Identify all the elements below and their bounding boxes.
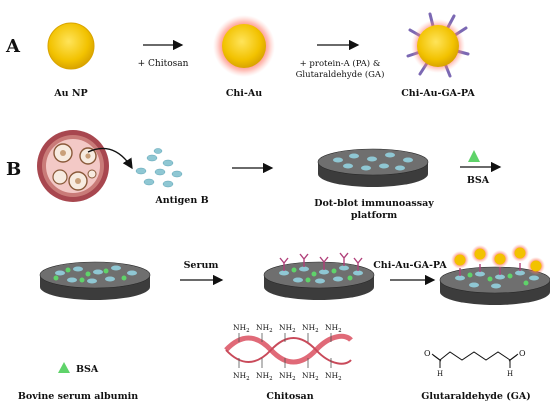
platform-label-line1: Dot-blot immunoassay [314, 198, 434, 209]
platform-label-line2: platform [351, 210, 397, 221]
bound-gold-conjugates [451, 244, 545, 275]
ga-oxygen-right: O [519, 349, 526, 358]
antibody-platform [263, 252, 375, 301]
chi-au-label: Chi-Au [226, 88, 262, 99]
ga-hydrogen-left: H [437, 370, 443, 378]
bsa-legend-icon [58, 362, 70, 373]
dot-blot-platform [317, 148, 429, 188]
conjugate-step-label: Chi-Au-GA-PA [373, 260, 447, 271]
glutaraldehyde-structure [431, 351, 519, 368]
chi-au-ga-pa-label: Chi-Au-GA-PA [401, 88, 475, 99]
chi-au-ga-pa-conjugate [406, 12, 470, 78]
legend: BSA Bovine serum albumin NH2 NH2 NH2 NH2… [18, 323, 531, 402]
nh2-top-5: NH2 [325, 323, 342, 334]
detection-platform [439, 244, 550, 306]
chitosan-step-label: + Chitosan [138, 59, 189, 69]
chi-au-particle [222, 24, 266, 68]
chitosan-caption: Chitosan [266, 391, 313, 402]
ga-hydrogen-right: H [507, 370, 513, 378]
pa-step-line2: Glutaraldehyde (GA) [296, 69, 385, 80]
nh2-top-2: NH2 [256, 323, 273, 334]
extraction-arrow [87, 147, 133, 170]
ga-oxygen-left: O [424, 349, 431, 358]
bsa-legend-label: BSA [76, 364, 99, 375]
panel-b: B Antigen B [6, 130, 550, 306]
nh2-bottom-1: NH2 [233, 371, 250, 382]
nh2-bottom-2: NH2 [256, 371, 273, 382]
cyst-illustration [37, 130, 109, 202]
nh2-top-1: NH2 [233, 323, 250, 334]
antigen-b-label: Antigen B [154, 195, 208, 206]
nh2-top-4: NH2 [302, 323, 319, 334]
nh2-labels: NH2 NH2 NH2 NH2 NH2 NH2 NH2 NH2 NH2 NH2 [233, 323, 342, 382]
nh2-top-3: NH2 [279, 323, 296, 334]
ga-caption: Glutaraldehyde (GA) [421, 391, 531, 402]
au-np-label: Au NP [53, 88, 87, 99]
chitosan-structure [224, 333, 353, 368]
panel-a: A Au NP + Chitosan Chi-Au + protein-A (P… [5, 12, 475, 99]
au-nanoparticle [47, 22, 95, 70]
panel-b-letter: B [6, 159, 21, 180]
antigen-b-cluster [135, 148, 183, 188]
panel-a-letter: A [5, 36, 21, 57]
blocked-platform [39, 261, 151, 301]
bsa-caption: Bovine serum albumin [18, 391, 138, 402]
bsa-step-label: BSA [467, 175, 490, 186]
nh2-bottom-3: NH2 [279, 371, 296, 382]
nh2-bottom-4: NH2 [302, 371, 319, 382]
bsa-step-icon [468, 150, 480, 162]
serum-step-label: Serum [184, 260, 219, 271]
pa-step-line1: + protein-A (PA) & [300, 58, 381, 69]
nh2-bottom-5: NH2 [325, 371, 342, 382]
